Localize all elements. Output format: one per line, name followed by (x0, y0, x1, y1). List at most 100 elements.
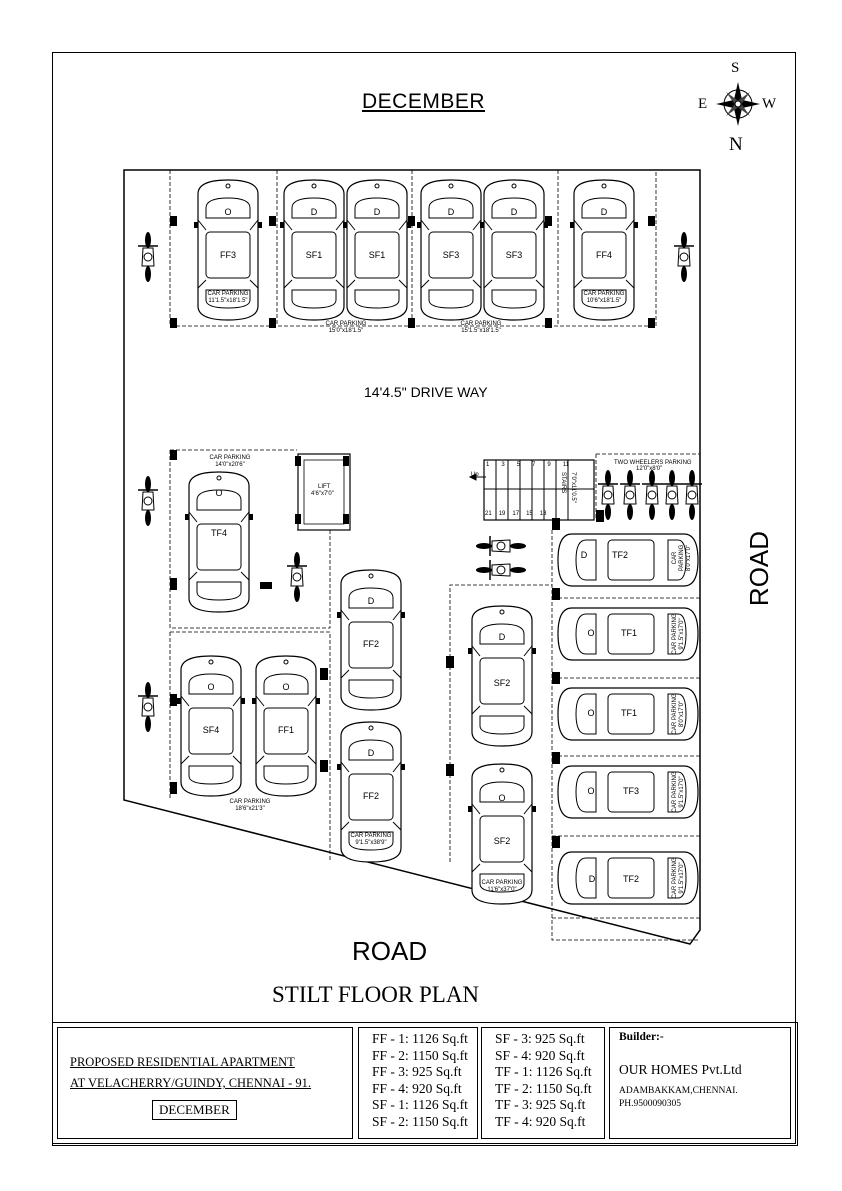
builder-label: Builder:- (619, 1031, 664, 1043)
car-unit-label: SF3 (442, 250, 460, 260)
stair-num: 17 (512, 511, 520, 517)
stairs-label: STAIRS (560, 472, 566, 512)
stair-num: 1 (486, 462, 490, 468)
parking-size: 9'1.5"x17'0" (679, 776, 685, 808)
car-unit-label: TF2 (622, 874, 639, 884)
area-item: SF - 4: 920 Sq.ft (495, 1047, 585, 1063)
parking-size: 15'1.5"x18'1.5" (461, 328, 501, 334)
site-boundary (123, 169, 701, 945)
parking-title: CAR PARKING (229, 799, 271, 805)
parking-title: CAR PARKING (672, 693, 678, 735)
bike-icon (641, 469, 663, 521)
car-orientation-mark: D (580, 550, 588, 560)
project-line-2: AT VELACHERRY/GUINDY, CHENNAI - 91. (70, 1076, 311, 1090)
compass-north: N (729, 134, 743, 155)
stair-top-numbers: 1 3 5 7 9 11 (486, 462, 569, 468)
area-item: FF - 3: 925 Sq.ft (372, 1064, 462, 1080)
area-item: FF - 1: 1126 Sq.ft (372, 1031, 468, 1046)
parking-title: CAR PARKING (460, 321, 502, 327)
car-orientation-mark: D (367, 596, 375, 606)
parking-size: 9'1.5"x17'0" (679, 618, 685, 650)
parking-label-ff4: CAR PARKING 10'6"x18'1.5" (574, 291, 634, 305)
plan-title: STILT FLOOR PLAN (272, 982, 480, 1007)
stairs-title: STAIRS (560, 472, 566, 494)
car-unit-label: TF1 (620, 628, 637, 638)
parking-size: 11'6"x37'0" (487, 887, 517, 893)
stair-num: 5 (516, 462, 521, 468)
stilt-floor-plan-drawing (123, 82, 760, 945)
area-list-1: FF - 1: 1126 Sq.ft FF - 2: 1150 Sq.ft FF… (358, 1027, 478, 1139)
area-list-2: SF - 3: 925 Sq.ft SF - 4: 920 Sq.ft TF -… (481, 1027, 605, 1139)
car-unit-label: SF3 (505, 250, 523, 260)
car-unit-label: TF2 (611, 550, 628, 560)
parking-title: CAR PARKING (672, 613, 678, 655)
parking-size: 9'1.5"x38'9" (355, 840, 387, 846)
parking-label-sf3: CAR PARKING 15'1.5"x18'1.5" (441, 321, 521, 335)
road-label-bottom: ROAD (352, 936, 428, 966)
bike-icon (661, 469, 683, 521)
car-orientation-mark: D (510, 207, 518, 217)
title-block: PROPOSED RESIDENTIAL APARTMENT AT VELACH… (52, 1022, 798, 1146)
car-orientation-mark: O (224, 207, 232, 217)
stair-num: 3 (501, 462, 505, 468)
builder-name: OUR HOMES Pvt.Ltd (619, 1062, 742, 1077)
car-unit-label: SF1 (368, 250, 386, 260)
bike-icon (619, 469, 641, 521)
car-orientation-mark: D (373, 207, 381, 217)
parking-size: 14'0"x20'6" (215, 462, 245, 468)
stair-num: 15 (526, 511, 533, 517)
car-unit-label: SF2 (493, 678, 511, 688)
parking-label-sf2: CAR PARKING 11'6"x37'0" (467, 880, 537, 894)
car-orientation-mark: D (310, 207, 318, 217)
drawing-border (52, 52, 796, 1144)
area-item: FF - 4: 920 Sq.ft (372, 1080, 462, 1096)
stair-num: 7 (532, 462, 536, 468)
car-unit-label: FF1 (277, 725, 294, 735)
bike-icon (137, 475, 159, 527)
parking-label-ff3: CAR PARKING 11'1.5"x18'1.5" (198, 291, 258, 305)
bike-icon (475, 559, 527, 581)
parking-size: 8'0"x17'0" (679, 700, 685, 728)
page-title: DECEMBER (362, 90, 486, 113)
stair-up-label: Up (471, 472, 479, 478)
bike-icon (681, 469, 703, 521)
car-orientation-mark: O (282, 682, 290, 692)
car-unit-label: FF2 (362, 639, 379, 649)
car-orientation-mark: D (588, 874, 596, 884)
parking-label-tf3: CAR PARKING 9'1.5"x17'0" (672, 768, 686, 816)
mid-columns (170, 450, 604, 848)
parking-title: CAR PARKING (672, 857, 678, 899)
stair-num: 11 (562, 462, 569, 468)
parking-size: 18'6"x21'3" (235, 806, 265, 812)
parking-title: CAR PARKING (672, 771, 678, 813)
two-wheeler-size: 12'0"x8'0" (636, 466, 663, 472)
bike-icon (137, 681, 159, 733)
parking-title: CAR PARKING (583, 291, 625, 297)
parking-size: 8'0"x17'0" (686, 544, 692, 572)
bike-icon (673, 231, 695, 283)
area-item: FF - 2: 1150 Sq.ft (372, 1047, 468, 1063)
area-item: TF - 3: 925 Sq.ft (495, 1097, 586, 1113)
area-item: SF - 2: 1150 Sq.ft (372, 1113, 468, 1129)
parking-label-tf2-b: CAR PARKING 9'1.5"x17'0" (672, 854, 686, 902)
bike-icon (286, 551, 308, 603)
stair-num: 19 (498, 511, 506, 517)
car-unit-label: TF3 (622, 786, 639, 796)
parking-title: CAR PARKING (350, 833, 392, 839)
project-cell: PROPOSED RESIDENTIAL APARTMENT AT VELACH… (57, 1027, 353, 1139)
compass-rose-icon (716, 82, 760, 126)
car-unit-label: SF1 (305, 250, 323, 260)
car-orientation-mark: D (447, 207, 455, 217)
parking-size: 15'0"x18'1.5" (328, 328, 364, 334)
area-item: TF - 2: 1150 Sq.ft (495, 1080, 592, 1096)
stair-bottom-numbers: 21 19 17 15 13 (485, 511, 546, 517)
car-orientation-mark: O (498, 793, 506, 803)
area-item: SF - 3: 925 Sq.ft (495, 1031, 585, 1046)
car-orientation-mark: O (587, 628, 595, 638)
builder-phone: PH.9500090305 (619, 1099, 682, 1109)
car-orientation-mark: D (367, 748, 375, 758)
compass-west: W (762, 96, 777, 112)
area-item: SF - 1: 1126 Sq.ft (372, 1097, 468, 1113)
road-label-right: ROAD (744, 530, 775, 607)
car-unit-label: SF4 (202, 725, 220, 735)
